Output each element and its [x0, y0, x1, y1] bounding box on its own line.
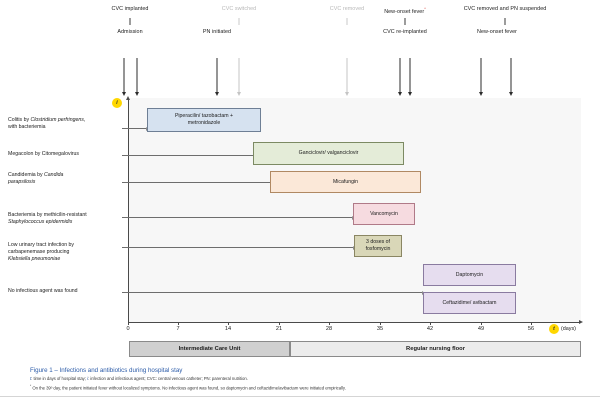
x-tick-7: [178, 322, 179, 325]
event-arrow-cvc-switched: [236, 58, 242, 96]
arrow-shaft: [346, 58, 348, 92]
row-label-colitis-clostridium: Colitis by Clostridium perfringens,with …: [8, 117, 86, 130]
event-top-label-group-cvc-implanted: CVC implanted: [111, 6, 149, 12]
event-top-label-group-cvc-switched: CVC switched: [221, 6, 257, 12]
arrow-head: [122, 92, 126, 96]
figure-caption-legend: t: time in days of hospital stay; i: inf…: [30, 376, 248, 381]
event-arrow-cvc-re-implanted: [397, 58, 403, 96]
x-tick-label-0: 0: [126, 326, 130, 332]
event-top-label-group-cvc-removed: CVC removed: [329, 6, 365, 12]
x-tick-label-14: 14: [224, 326, 232, 332]
footer-divider: [0, 396, 600, 397]
unit-bar-regular-nursing-floor: Regular nursing floor: [290, 341, 581, 357]
x-axis: [128, 322, 579, 323]
arrow-head: [479, 92, 483, 96]
arrow-shaft: [216, 58, 218, 92]
event-arrow-cvc-implanted: [121, 58, 127, 96]
x-tick-42: [430, 322, 431, 325]
x-tick-0: [128, 322, 129, 325]
x-axis-arrowhead: [579, 320, 583, 324]
x-tick-49: [481, 322, 482, 325]
x-tick-label-21: 21: [275, 326, 283, 332]
x-tick-label-56: 56: [527, 326, 535, 332]
event-bottom-label-group-new-onset-fever: CVC re-implanted: [383, 29, 427, 35]
arrow-head: [408, 92, 412, 96]
x-tick-label-42: 42: [426, 326, 434, 332]
event-connector-tick-group-cvc-implanted: [129, 18, 131, 25]
event-arrow-new-onset-fever: [508, 58, 514, 96]
unit-bar-intermediate-care-unit: Intermediate Care Unit: [129, 341, 290, 357]
y-axis-arrowhead: [126, 96, 130, 100]
arrow-shaft: [480, 58, 482, 92]
arrow-head: [215, 92, 219, 96]
treatment-box-daptomycin: Daptomycin: [423, 264, 516, 286]
event-bottom-label-group-cvc-removed-pn: New-onset fever: [477, 29, 517, 35]
row-label-megacolon-cmv: Megacolon by Citomegalovirus: [8, 151, 79, 157]
arrow-head: [135, 92, 139, 96]
arrow-shaft: [123, 58, 125, 92]
event-arrow-pn-initiated: [214, 58, 220, 96]
row-connector-line-candidemia-parapsilosis: [122, 182, 270, 183]
figure-caption-footnote: * On the 39º day, the patient initiated …: [30, 384, 346, 391]
x-tick-label-28: 28: [325, 326, 333, 332]
i-symbol: i: [87, 376, 88, 381]
row-connector-line-low-uti-klebsiella: [122, 247, 353, 248]
days-unit-label: (days): [561, 326, 576, 332]
x-tick-28: [329, 322, 330, 325]
row-connector-line-megacolon-cmv: [122, 155, 257, 156]
event-arrow-new-onset-fever-star: [407, 58, 413, 96]
arrow-head: [237, 92, 241, 96]
arrow-shaft: [409, 58, 411, 92]
y-axis: [128, 100, 129, 322]
x-tick-14: [228, 322, 229, 325]
event-bottom-label-group-cvc-switched: PN initiated: [202, 29, 232, 35]
treatment-box-low-uti-klebsiella: 3 doses of fosfomycin: [354, 235, 402, 257]
row-connector-line-bacteriemia-mrse: [122, 217, 352, 218]
arrow-shaft: [399, 58, 401, 92]
x-tick-35: [380, 322, 381, 325]
row-connector-line-colitis-clostridium: [122, 128, 146, 129]
x-tick-label-35: 35: [376, 326, 384, 332]
arrow-shaft: [510, 58, 512, 92]
event-bottom-label-group-cvc-implanted: Admission: [117, 29, 143, 35]
event-arrow-admission-second-arrow: [134, 58, 140, 96]
arrow-head: [345, 92, 349, 96]
arrow-shaft: [136, 58, 138, 92]
treatment-box-bacteriemia-mrse: Vancomycin: [353, 203, 415, 225]
footnote-marker: *: [424, 6, 426, 11]
treatment-box-candidemia-parapsilosis: Micafungin: [270, 171, 421, 193]
event-connector-tick-group-cvc-removed-pn: [504, 18, 506, 25]
footnote-marker: *: [30, 384, 32, 388]
x-tick-label-49: 49: [477, 326, 485, 332]
arrow-shaft: [238, 58, 240, 92]
arrow-head: [509, 92, 513, 96]
treatment-box-no-infectious-agent: Ceftazidime/ avibactam: [423, 292, 516, 314]
row-connector-line-no-infectious-agent: [122, 292, 422, 293]
x-tick-label-7: 7: [176, 326, 180, 332]
event-top-label-group-new-onset-fever: New-onset fever*: [384, 6, 426, 15]
treatment-box-colitis-clostridium: Piperacilin/ tazobactam + metronidazole: [147, 108, 261, 132]
event-connector-tick-group-cvc-switched: [238, 18, 240, 25]
x-tick-21: [279, 322, 280, 325]
time-axis-t-badge: t: [549, 324, 559, 334]
infection-i-badge: i: [112, 98, 122, 108]
event-connector-tick-group-new-onset-fever: [404, 18, 406, 25]
event-arrow-cvc-removed-pn-suspended: [478, 58, 484, 96]
figure-caption-title: Figure 1 – Infections and antibiotics du…: [30, 367, 183, 374]
arrow-head: [398, 92, 402, 96]
t-symbol: t: [30, 376, 32, 381]
treatment-box-megacolon-cmv: Ganciclovir/ valganciclovir: [253, 142, 404, 165]
event-top-label-group-cvc-removed-pn: CVC removed and PN suspended: [463, 6, 547, 12]
event-arrow-cvc-removed: [344, 58, 350, 96]
row-label-no-infectious-agent: No infectious agent was found: [8, 288, 78, 294]
x-tick-56: [531, 322, 532, 325]
event-connector-tick-group-cvc-removed: [346, 18, 348, 25]
